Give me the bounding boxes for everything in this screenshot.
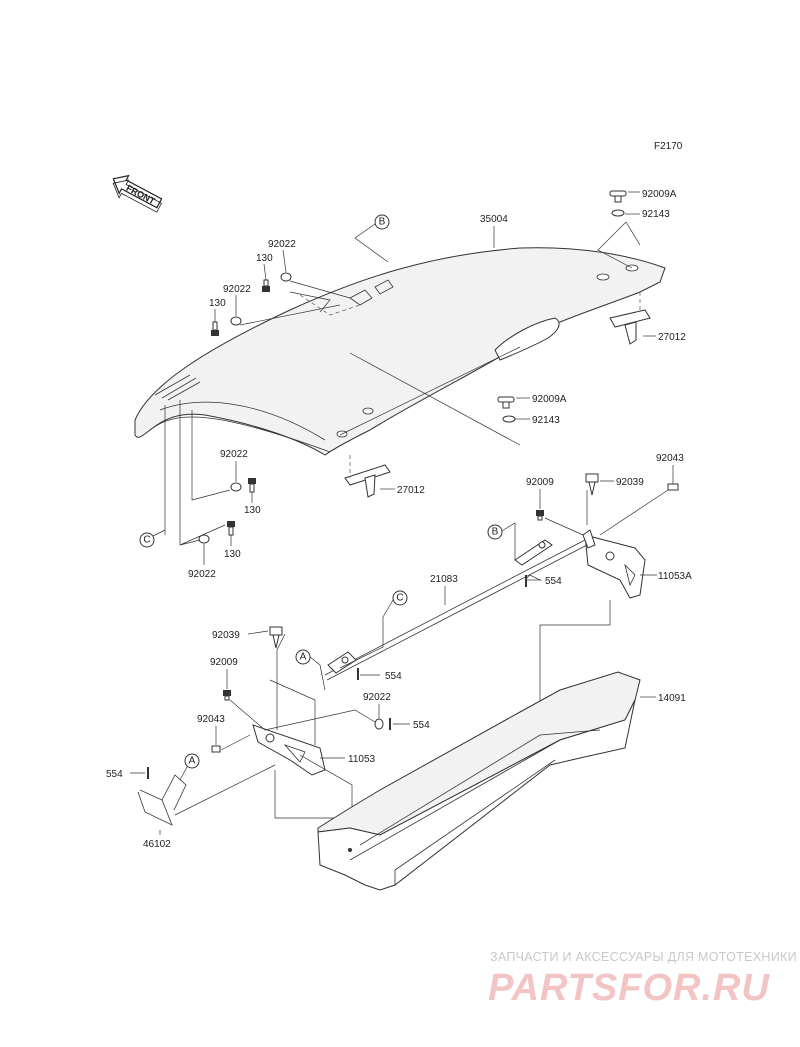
washer-92022-bottom [374,718,384,730]
washer-92022-top [280,272,292,282]
svg-text:A: A [300,652,307,663]
label-92143-mid: 92143 [532,415,560,426]
rod-46102 [137,774,187,826]
washer-92143-mid [502,415,516,423]
label-554-mid: 554 [385,671,402,682]
latch-plate-right [514,539,553,566]
bolt-130-left2 [227,521,235,536]
front-label: FRONT [125,183,158,207]
watermark-logo: PARTSFOR.RU [488,967,770,1009]
figure-code: F2170 [654,141,683,152]
bolt-130-top [262,279,270,292]
label-92022-top: 92022 [268,239,296,250]
label-554-mid2: 554 [413,720,430,731]
bracket-27012-mid [344,455,391,498]
bolt-130-left [248,478,256,493]
svg-text:C: C [143,535,150,546]
label-92009-right: 92009 [526,477,554,488]
callout-c-mid: C [392,590,408,606]
bracket-11053 [252,724,326,776]
label-92009-left: 92009 [210,657,238,668]
callout-c-left: C [139,532,155,548]
label-35004: 35004 [480,214,508,225]
label-92022-bottom: 92022 [363,692,391,703]
label-130-left2: 130 [224,549,241,560]
screw-92009A-mid [497,396,515,409]
washer-92022-left [230,482,242,492]
label-11053: 11053 [348,754,376,765]
bolt-130-top2 [211,321,219,336]
label-14091: 14091 [658,693,686,704]
callout-b-top: B [374,214,390,230]
rivet-92043-right [599,483,679,536]
label-92039-left: 92039 [212,630,240,641]
label-27012-right: 27012 [658,332,686,343]
seat-cover-35004 [134,247,666,456]
washer-92022-left2 [198,534,210,544]
bracket-11053A [582,529,646,599]
label-554-left: 554 [106,769,123,780]
bolt-92009-left [223,690,231,701]
label-21083: 21083 [430,574,458,585]
label-46102: 46102 [143,839,171,850]
label-92043-left: 92043 [197,714,225,725]
label-92009A-top: 92009A [642,189,677,200]
callout-a-left: A [184,753,200,769]
label-92022-top2: 92022 [223,284,251,295]
svg-text:B: B [492,527,499,538]
pin-554-left [147,767,149,779]
label-130-left: 130 [244,505,261,516]
front-arrow-icon: FRONT [112,174,163,213]
label-11053A: 11053A [658,571,692,582]
label-130-top: 130 [256,253,273,264]
washer-92143-top [611,209,625,217]
pin-554-right [525,575,527,587]
callout-a-mid: A [295,649,311,665]
svg-text:A: A [189,756,196,767]
label-130-top2: 130 [209,298,226,309]
label-92143-top: 92143 [642,209,670,220]
pin-554-mid [357,668,359,680]
tray-14091 [317,671,641,891]
washer-92022-top2 [230,316,242,326]
bolt-92039-left [269,626,283,649]
bolt-92039-right [585,473,599,496]
label-554-right: 554 [545,576,562,587]
svg-text:B: B [379,217,386,228]
bracket-27012-right [609,292,651,345]
label-92022-left: 92022 [220,449,248,460]
svg-text:C: C [396,593,403,604]
screw-92009A-top [609,190,627,203]
rod-21083 [324,539,586,676]
callout-b-mid: B [487,524,503,540]
rivet-92043-left [211,745,221,753]
pin-554-mid2 [389,718,391,730]
label-27012-mid: 27012 [397,485,425,496]
bolt-92009-right [536,510,544,521]
watermark-tagline: ЗАПЧАСТИ И АКСЕССУАРЫ ДЛЯ МОТОТЕХНИКИ [490,950,797,964]
label-92009A-mid: 92009A [532,394,567,405]
label-92043-right: 92043 [656,453,684,464]
label-92022-left2: 92022 [188,569,216,580]
label-92039-right: 92039 [616,477,644,488]
